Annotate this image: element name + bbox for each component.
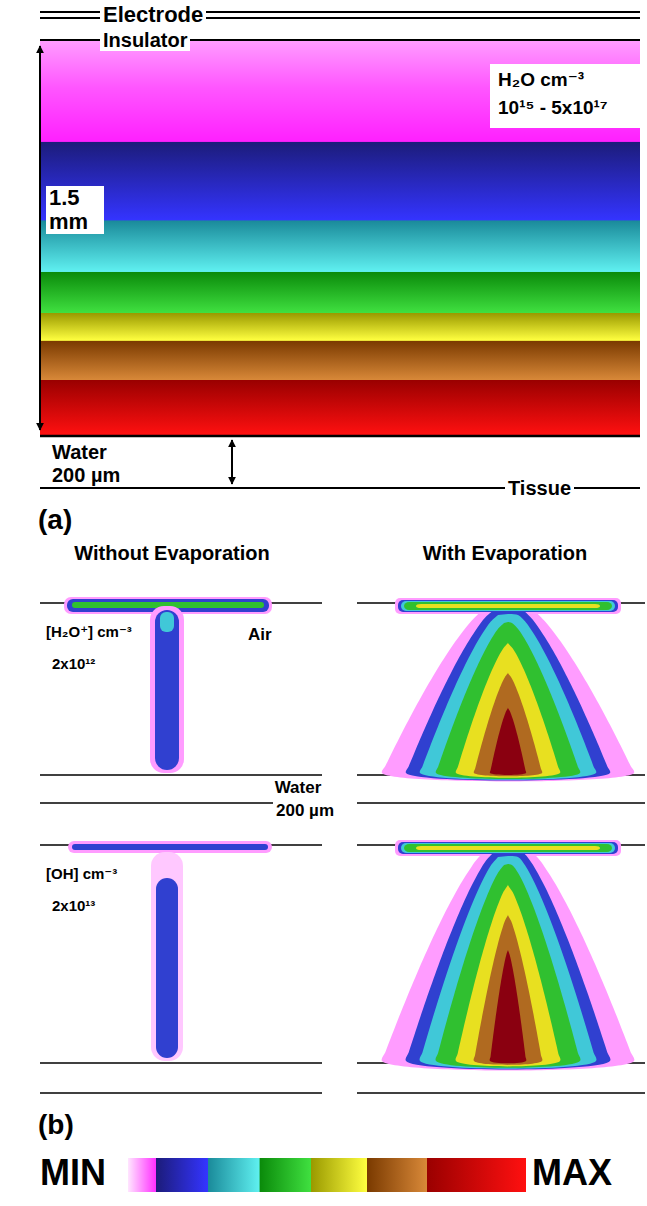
range-value: 10¹⁵ - 5x10¹⁷ [498, 98, 608, 119]
plume-disc [72, 844, 268, 850]
layer-label: Water [52, 441, 107, 463]
layer-label: Water [275, 779, 322, 798]
plume-disc [416, 846, 600, 850]
plume-contour [420, 614, 597, 780]
plume-disc [416, 604, 600, 608]
plume-stem [150, 606, 184, 773]
plume-stem [156, 878, 178, 1058]
plume-stem [160, 612, 174, 632]
color-scale-bar [128, 1158, 526, 1192]
water-surface-line [40, 435, 640, 438]
panel-label: (a) [38, 505, 72, 536]
plume-contours [64, 597, 634, 1071]
scale-end-label: MIN [40, 1153, 106, 1193]
plume-contour [436, 622, 581, 779]
plume-contour [420, 856, 597, 1069]
tissue-line [357, 802, 645, 804]
plume-disc [401, 843, 615, 853]
max-value: 2x10¹³ [52, 898, 95, 915]
dimension-arrow [39, 46, 41, 430]
tissue-line [40, 1092, 322, 1094]
plume-contour [406, 851, 611, 1070]
plume-stem [151, 852, 183, 1061]
plume-disc [398, 842, 618, 854]
dimension-label: 200 µm [52, 464, 120, 486]
species-label: [OH] cm⁻³ [46, 866, 117, 883]
plume-disc [404, 602, 612, 610]
species-label: [H₂O⁺] cm⁻³ [46, 624, 132, 641]
dimension-arrow [231, 440, 233, 484]
plume-contour [406, 609, 611, 781]
water-surface-line [40, 774, 322, 776]
panel-lines [40, 603, 645, 1093]
label-patch [490, 64, 640, 128]
plume-contour [382, 848, 635, 1071]
plume-contour [456, 642, 561, 778]
layer-label: Tissue [505, 477, 574, 499]
layer-label: Insulator [100, 29, 190, 51]
plume-contour [382, 606, 635, 782]
plume-disc [68, 841, 272, 853]
plume-stem [155, 610, 179, 770]
column-heading: With Evaporation [423, 542, 587, 564]
plume-contour [490, 949, 527, 1063]
plume-disc [401, 601, 615, 611]
h2o-density-band [40, 41, 640, 435]
layer-label: Electrode [100, 3, 206, 27]
region-label: Air [248, 626, 272, 645]
tissue-line [357, 1092, 645, 1094]
max-value: 2x10¹² [52, 656, 95, 673]
plume-disc [398, 600, 618, 612]
plume-contour [436, 864, 581, 1068]
plume-contour [474, 672, 543, 776]
scale-end-label: MAX [532, 1153, 612, 1193]
dimension-label: 200 µm [273, 802, 337, 821]
column-heading: Without Evaporation [74, 542, 269, 564]
plume-contour [474, 914, 543, 1065]
water-surface-line [40, 1062, 322, 1064]
plume-disc [404, 844, 612, 852]
quantity-label: H₂O cm⁻³ [498, 70, 584, 91]
plume-contour [490, 707, 526, 775]
dimension-label: 1.5 mm [46, 186, 104, 234]
plume-contour [456, 884, 561, 1066]
panel-label: (b) [38, 1110, 74, 1141]
